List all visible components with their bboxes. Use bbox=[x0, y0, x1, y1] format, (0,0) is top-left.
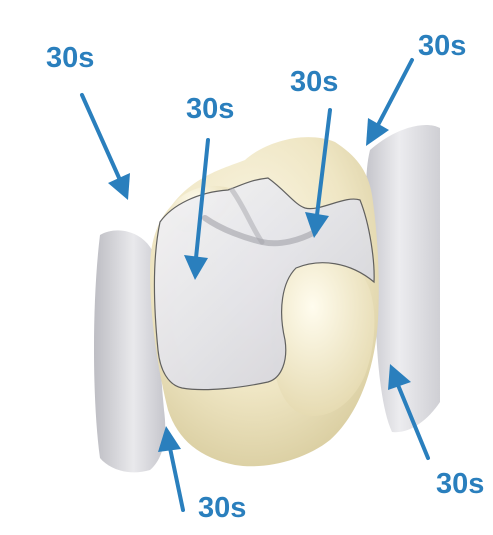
time-label-center-left: 30s bbox=[186, 95, 234, 124]
time-label-right-bottom: 30s bbox=[436, 470, 484, 499]
time-label-left-top: 30s bbox=[46, 44, 94, 73]
time-label-bottom: 30s bbox=[198, 494, 246, 523]
time-label-center: 30s bbox=[290, 68, 338, 97]
arrow-bottom bbox=[170, 448, 183, 510]
arrow-left-top bbox=[82, 95, 120, 180]
time-label-right-top: 30s bbox=[418, 32, 466, 61]
arrow-right-top bbox=[378, 60, 412, 125]
